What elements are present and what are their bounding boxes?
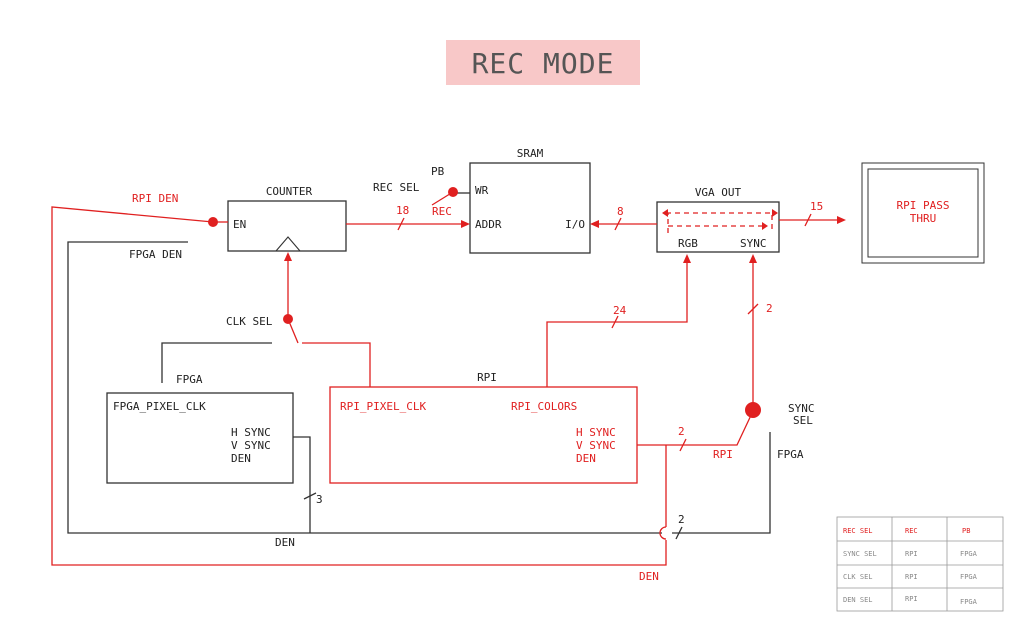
legend-table: REC SEL REC PB SYNC SEL RPI FPGA CLK SEL… <box>836 516 1004 612</box>
fpga-block: FPGA FPGA_PIXEL_CLK H SYNC V SYNC DEN <box>106 373 294 484</box>
clk-sel-label: CLK SEL <box>226 315 273 328</box>
fpga-hsync: H SYNC <box>231 426 271 439</box>
vga-sync-port: SYNC <box>740 237 767 250</box>
legend-header-rec: REC <box>905 527 918 535</box>
bus-width-den-bus: 2 <box>678 513 685 526</box>
counter-label: COUNTER <box>266 185 313 198</box>
arrowheads <box>284 216 846 263</box>
sram-block: SRAM WR ADDR I/O <box>469 147 591 254</box>
rec-sel-switch-dot <box>448 187 458 197</box>
monitor-block: RPI PASS THRU <box>861 162 985 264</box>
rpi-den-label: RPI DEN <box>132 192 178 205</box>
den-red-label: DEN <box>639 570 659 583</box>
rpi-hsync: H SYNC <box>576 426 616 439</box>
vga-rgb-port: RGB <box>678 237 698 250</box>
legend-row-2-name: CLK SEL <box>843 573 873 581</box>
fpga-pixel-clk: FPGA_PIXEL_CLK <box>113 400 206 413</box>
sync-sel-label-2: SEL <box>793 414 813 427</box>
legend-row-1-name: SYNC SEL <box>843 550 877 558</box>
legend-header-pb: PB <box>962 527 970 535</box>
vga-out-block: VGA OUT RGB SYNC <box>656 186 780 253</box>
sram-label: SRAM <box>517 147 544 160</box>
sync-sel-switch-dot <box>745 402 761 418</box>
legend-row-3-name: DEN SEL <box>843 596 873 604</box>
legend-header-sel: REC SEL <box>843 527 873 535</box>
rpi-block: RPI RPI_PIXEL_CLK RPI_COLORS H SYNC V SY… <box>329 371 638 484</box>
sram-addr-port: ADDR <box>475 218 502 231</box>
bus-width-fpga-sync: 3 <box>316 493 323 506</box>
rec-sel-pb-label: PB <box>431 165 445 178</box>
monitor-label-1: RPI PASS <box>897 199 950 212</box>
rpi-colors: RPI_COLORS <box>511 400 577 413</box>
fpga-den: DEN <box>231 452 251 465</box>
bus-width-rgb: 24 <box>613 304 627 317</box>
vga-out-label: VGA OUT <box>695 186 742 199</box>
fpga-den-label: FPGA DEN <box>129 248 182 261</box>
page-title: REC MODE <box>472 47 615 80</box>
sync-sel-rpi-label: RPI <box>713 448 733 461</box>
rpi-den: DEN <box>576 452 596 465</box>
legend-row-3-rec: RPI <box>905 595 918 603</box>
clk-sel-switch-dot <box>283 314 293 324</box>
switch-pivots <box>208 187 761 418</box>
sync-sel-fpga-label: FPGA <box>777 448 804 461</box>
bus-width-io: 8 <box>617 205 624 218</box>
active-wires <box>51 191 840 566</box>
legend-row-1-rec: RPI <box>905 550 918 558</box>
counter-block: COUNTER EN <box>227 185 347 252</box>
rpi-vsync: V SYNC <box>576 439 616 452</box>
legend-row-1-pb: FPGA <box>960 550 978 558</box>
bus-slashes <box>303 213 812 540</box>
vga-internal-route <box>667 212 773 233</box>
legend-row-2-rec: RPI <box>905 573 918 581</box>
rec-sel-rec-label: REC <box>432 205 452 218</box>
bus-width-sync: 2 <box>766 302 773 315</box>
legend-row-3-pb: FPGA <box>960 598 978 606</box>
den-bottom-label: DEN <box>275 536 295 549</box>
fpga-label: FPGA <box>176 373 203 386</box>
sram-wr-port: WR <box>475 184 489 197</box>
bus-width-out: 15 <box>810 200 823 213</box>
rec-sel-label: REC SEL <box>373 181 420 194</box>
sram-io-port: I/O <box>565 218 585 231</box>
bus-width-addr: 18 <box>396 204 409 217</box>
rpi-label: RPI <box>477 371 497 384</box>
den-switch-dot <box>208 217 218 227</box>
bus-width-rpi-sync: 2 <box>678 425 685 438</box>
rpi-pixel-clk: RPI_PIXEL_CLK <box>340 400 426 413</box>
monitor-label-2: THRU <box>910 212 937 225</box>
fpga-vsync: V SYNC <box>231 439 271 452</box>
inactive-wires <box>67 192 771 534</box>
counter-en-port: EN <box>233 218 246 231</box>
sync-sel-label-1: SYNC <box>788 402 815 415</box>
legend-row-2-pb: FPGA <box>960 573 978 581</box>
title-box <box>446 40 640 85</box>
